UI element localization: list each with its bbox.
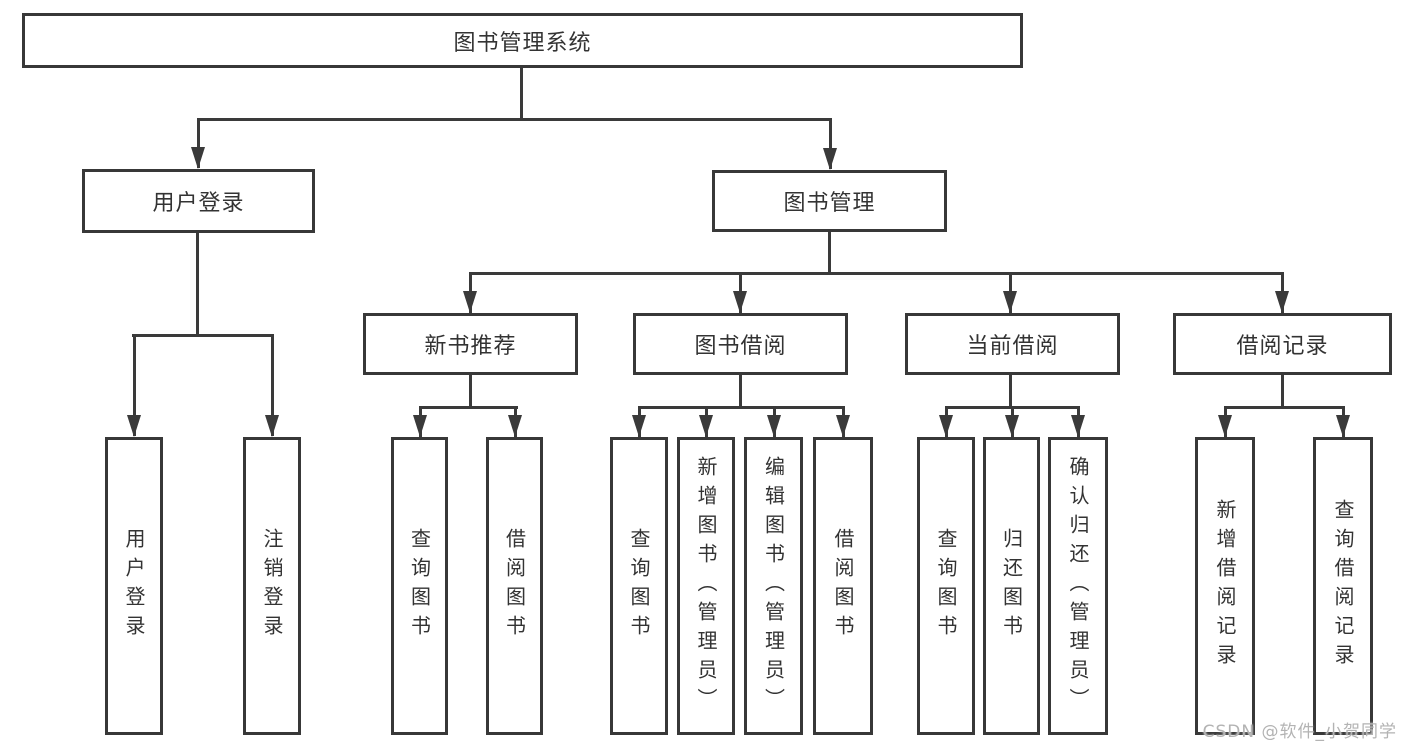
connector-line [197,118,200,168]
node-label: 注销登录 [260,528,284,644]
arrowhead-icon [1336,415,1350,437]
node-label: 用户登录 [152,191,245,216]
connector-line [196,233,199,337]
connector-line [132,334,274,337]
node-label: 编辑图书（管理员） [761,455,786,717]
node-book-borrowing: 图书借阅 [633,313,848,375]
connector-line [520,68,523,120]
node-label: 当前借阅 [966,334,1059,359]
arrowhead-icon [1275,291,1289,313]
arrowhead-icon [767,415,781,437]
arrowhead-icon [265,415,279,437]
node-user-login: 用户登录 [82,169,315,233]
node-borrowing-records: 借阅记录 [1173,313,1392,375]
leaf-logout: 注销登录 [243,437,301,735]
leaf-borrowing-query-books: 查询图书 [610,437,668,735]
node-label: 查询图书 [407,528,432,644]
leaf-current-confirm-return-admin: 确认归还（管理员） [1048,437,1108,735]
connector-line [469,375,472,409]
leaf-records-add-borrow-record: 新增借阅记录 [1195,437,1255,735]
arrowhead-icon [939,415,953,437]
connector-line [419,406,518,409]
arrowhead-icon [1003,291,1017,313]
leaf-borrowing-edit-books-admin: 编辑图书（管理员） [744,437,803,735]
arrowhead-icon [413,415,427,437]
arrowhead-icon [699,415,713,437]
arrowhead-icon [463,291,477,313]
connector-line [271,334,274,436]
arrowhead-icon [127,415,141,437]
node-label: 图书管理系统 [453,30,592,56]
node-label: 查询图书 [627,528,651,644]
csdn-watermark: CSDN @软件_小贺同学 [1202,722,1397,742]
connector-line [829,118,832,169]
arrowhead-icon [191,147,205,169]
node-label: 用户登录 [122,528,146,644]
connector-line [739,375,742,409]
node-label: 归还图书 [999,528,1024,644]
node-book-management: 图书管理 [712,170,947,232]
arrowhead-icon [1005,415,1019,437]
node-label: 查询借阅记录 [1331,499,1355,673]
leaf-current-query-books: 查询图书 [917,437,975,735]
connector-line [469,272,1283,275]
node-root: 图书管理系统 [22,13,1023,68]
arrowhead-icon [632,415,646,437]
node-label: 图书管理 [783,191,876,216]
connector-line [1281,375,1284,409]
connector-line [828,232,831,275]
leaf-borrowing-borrow-books: 借阅图书 [813,437,873,735]
node-label: 借阅图书 [831,528,855,644]
arrowhead-icon [836,415,850,437]
leaf-newbook-query-books: 查询图书 [391,437,448,735]
arrowhead-icon [1071,415,1085,437]
connector-line [638,406,845,409]
arrowhead-icon [823,148,837,170]
node-new-book-recommendation: 新书推荐 [363,313,578,375]
node-label: 新增借阅记录 [1213,499,1237,673]
arrowhead-icon [1218,415,1232,437]
leaf-current-return-books: 归还图书 [983,437,1040,735]
connector-line [133,334,136,436]
connector-line [1224,406,1345,409]
leaf-user-login: 用户登录 [105,437,163,735]
connector-line [197,118,832,121]
node-label: 图书借阅 [694,334,787,359]
leaf-newbook-borrow-books: 借阅图书 [486,437,543,735]
node-label: 确认归还（管理员） [1066,455,1090,717]
node-current-borrowing: 当前借阅 [905,313,1120,375]
leaf-borrowing-add-books-admin: 新增图书（管理员） [677,437,735,735]
arrowhead-icon [733,291,747,313]
connector-line [1009,375,1012,409]
node-label: 查询图书 [934,528,958,644]
node-label: 借阅记录 [1236,334,1329,359]
node-label: 新增图书（管理员） [694,455,718,717]
arrowhead-icon [508,415,522,437]
node-label: 借阅图书 [502,528,527,644]
node-label: 新书推荐 [424,334,517,359]
leaf-records-query-borrow-record: 查询借阅记录 [1313,437,1373,735]
